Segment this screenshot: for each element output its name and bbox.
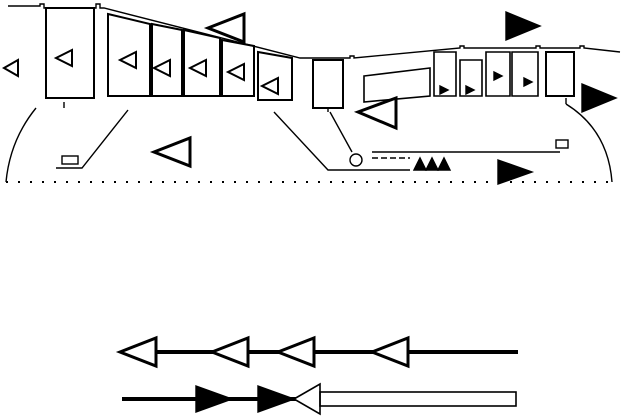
filled-arrowhead-right-icon xyxy=(257,385,297,413)
center-element xyxy=(312,59,344,109)
left-connector xyxy=(56,109,129,169)
lower-figure xyxy=(115,335,518,416)
lower-hollow-bar xyxy=(319,391,517,407)
tapered-lens-1 xyxy=(107,12,151,97)
hollow-arrowhead-left-icon xyxy=(292,382,321,416)
right-trapezoid-long xyxy=(363,67,431,103)
tapered-lens-2 xyxy=(151,22,183,97)
filled-arrowhead-right-icon xyxy=(195,385,235,413)
upper-figure xyxy=(1,3,621,185)
right-arc xyxy=(565,103,613,183)
left-lens xyxy=(45,7,95,99)
right-trapezoid-3 xyxy=(485,51,511,97)
right-trapezoid-2 xyxy=(459,59,483,97)
center-bead xyxy=(349,153,363,167)
hollow-arrow-left-icon xyxy=(353,95,398,131)
filled-arrow-right-icon xyxy=(439,84,450,96)
right-pad xyxy=(555,139,569,149)
filled-arrow-right-icon xyxy=(497,159,535,185)
hollow-arrowhead-left-icon xyxy=(367,335,410,369)
right-trapezoid-4 xyxy=(511,51,539,97)
filled-arrow-right-icon xyxy=(505,10,542,42)
filled-arrow-right-icon xyxy=(465,84,476,96)
hollow-arrow-left-icon xyxy=(187,58,207,78)
center-connector xyxy=(273,111,410,171)
hollow-arrow-left-icon xyxy=(1,58,19,78)
filled-arrow-right-icon xyxy=(493,70,504,82)
tapered-lens-4 xyxy=(221,38,255,97)
hollow-arrow-left-icon xyxy=(225,62,245,82)
filled-arrow-up-icon xyxy=(412,156,428,171)
hollow-arrow-left-icon xyxy=(259,76,279,96)
left-arc xyxy=(5,107,37,183)
hollow-arrowhead-left-icon xyxy=(207,335,250,369)
right-trapezoid-1 xyxy=(433,51,457,97)
hollow-arrow-left-icon xyxy=(203,11,246,45)
right-element xyxy=(545,51,575,97)
hollow-arrow-left-icon xyxy=(117,50,137,70)
filled-arrow-right-icon xyxy=(523,76,534,88)
tapered-lens-3 xyxy=(183,28,221,97)
hollow-arrowhead-left-icon xyxy=(273,335,316,369)
filled-arrow-up-icon xyxy=(424,156,440,171)
filled-arrow-up-icon xyxy=(436,156,452,171)
hollow-arrowhead-left-icon xyxy=(115,335,158,369)
filled-arrow-right-icon xyxy=(581,82,618,114)
left-pad xyxy=(61,155,79,165)
tapered-lens-5 xyxy=(257,50,293,101)
hollow-arrow-left-icon xyxy=(53,48,73,68)
center-link xyxy=(329,111,353,153)
hollow-arrow-left-icon xyxy=(151,58,171,78)
hollow-arrow-left-icon xyxy=(149,135,192,169)
